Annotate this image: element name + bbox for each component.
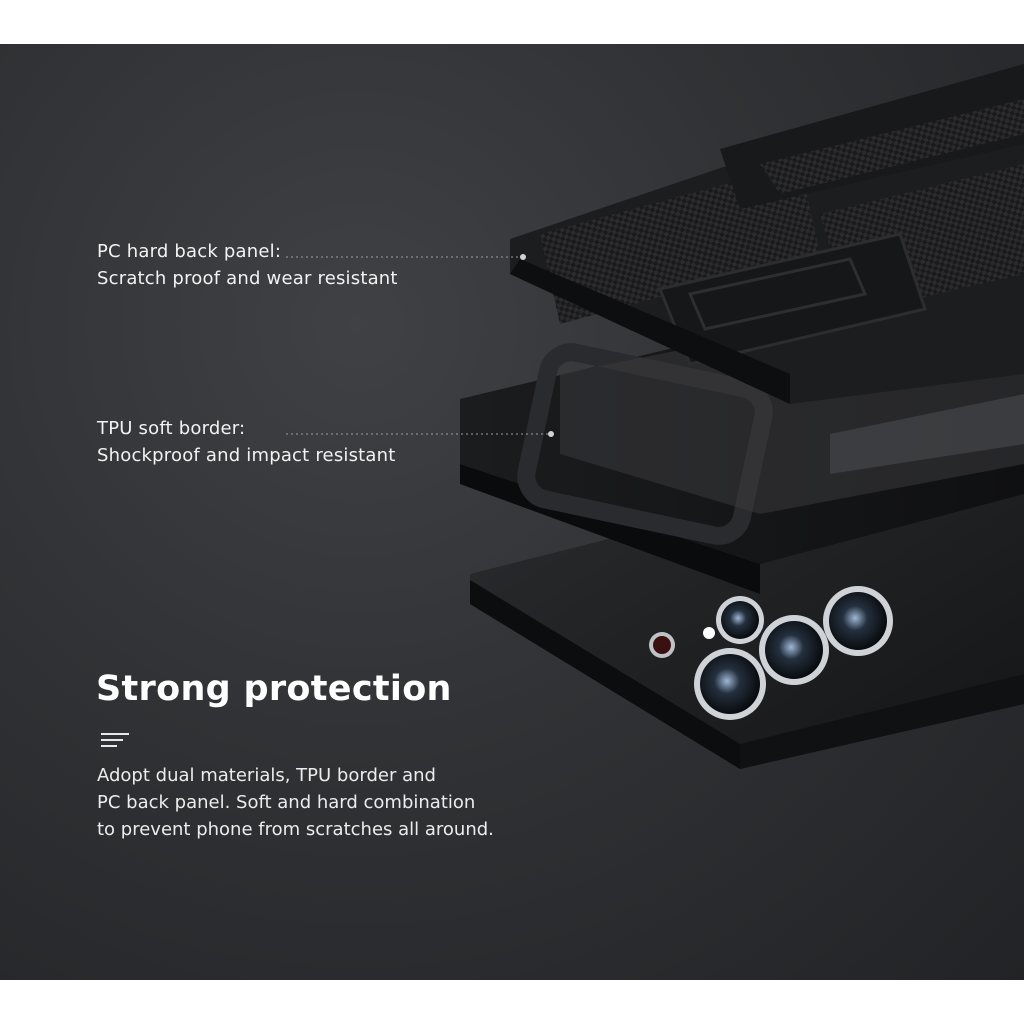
headline: Strong protection	[96, 669, 452, 709]
body-line: PC back panel. Soft and hard combination	[97, 792, 476, 813]
body-line: to prevent phone from scratches all arou…	[97, 819, 494, 840]
camera-cluster	[649, 586, 893, 720]
callout-description: Shockproof and impact resistant	[97, 445, 396, 466]
callout-leaders	[286, 254, 554, 437]
body-line: Adopt dual materials, TPU border and	[97, 765, 436, 786]
callout-description: Scratch proof and wear resistant	[97, 268, 398, 289]
product-banner: PC hard back panel: Scratch proof and we…	[0, 44, 1024, 980]
body-copy: Adopt dual materials, TPU border and PC …	[97, 762, 494, 843]
text-lines-icon	[101, 733, 129, 747]
callout-title: TPU soft border:	[97, 418, 246, 439]
phone-case-illustration	[286, 64, 1024, 769]
pc-back-panel	[510, 64, 1024, 404]
callout-tpu-border: TPU soft border: Shockproof and impact r…	[97, 415, 396, 469]
callout-title: PC hard back panel:	[97, 241, 282, 262]
callout-back-panel: PC hard back panel: Scratch proof and we…	[97, 238, 398, 292]
